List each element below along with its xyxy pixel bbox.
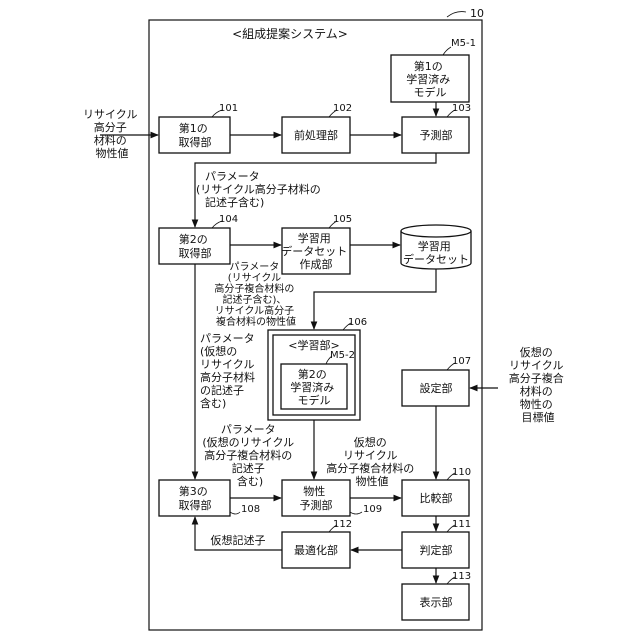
proppred-ref: 109 [363,504,382,515]
setting-label: 設定部 [420,381,453,395]
virtual-descriptor-label: 仮想記述子 [211,533,266,547]
model2-ref: M5-2 [330,350,355,361]
display-label: 表示部 [420,595,453,609]
setting-ref: 107 [452,356,471,367]
system-ref: 10 [470,7,484,20]
prediction-label: 予測部 [420,128,453,142]
system-ref-leader [447,12,466,17]
optimization-label: 最適化部 [294,543,338,557]
input-recycled-polymer-property-label: リサイクル 高分子 材料の 物性値 [83,108,141,160]
display-ref: 113 [452,571,471,582]
judge-ref: 111 [452,519,471,530]
target-property-value-label: 仮想の リサイクル 高分子複合 材料の 物性の 目標値 [509,345,568,424]
comparison-label: 比較部 [420,491,453,505]
judgement-label: 判定部 [420,543,453,557]
preprocessing-label: 前処理部 [294,128,338,142]
acq2-ref: 104 [219,214,238,225]
pre-ref: 102 [333,103,352,114]
compare-ref: 110 [452,467,471,478]
system-title: <組成提案システム> [232,26,348,41]
optimize-ref: 112 [333,519,352,530]
model1-ref: M5-1 [451,38,476,49]
learn-ref: 106 [348,317,367,328]
pred-ref: 103 [452,103,471,114]
dsgen-ref: 105 [333,214,352,225]
acq3-ref: 108 [241,504,260,515]
acq1-ref: 101 [219,103,238,114]
